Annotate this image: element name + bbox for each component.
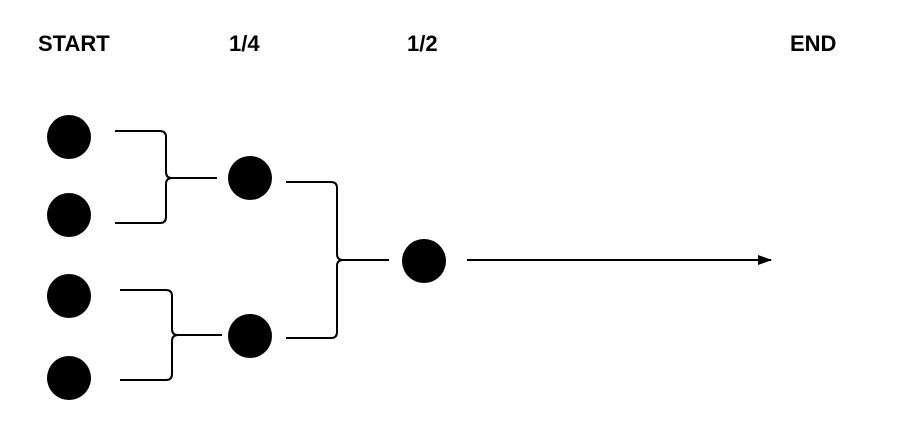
bracket-brace-bottom-pair: [120, 289, 222, 381]
start-node-3: [47, 274, 91, 318]
half-node: [402, 239, 446, 283]
start-node-1: [47, 115, 91, 159]
stage-label-end: END: [790, 31, 837, 56]
stage-label-start: START: [38, 31, 110, 56]
quarter-node-2: [228, 314, 272, 358]
quarter-node-1: [228, 156, 272, 200]
start-node-4: [47, 356, 91, 400]
stage-label-quarter: 1/4: [229, 31, 260, 56]
start-node-2: [47, 193, 91, 237]
stage-label-half: 1/2: [407, 31, 438, 56]
bracket-brace-top-pair: [115, 130, 217, 224]
bracket-brace-quarter-pair: [286, 181, 389, 339]
